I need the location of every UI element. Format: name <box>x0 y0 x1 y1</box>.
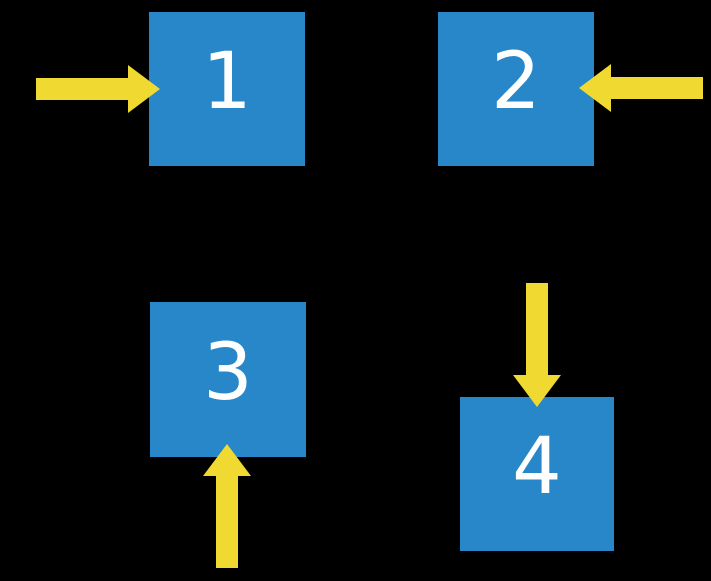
square-2-label: 2 <box>491 37 541 127</box>
square-3-label: 3 <box>203 327 253 418</box>
square-1: 1 <box>149 12 305 166</box>
arrow-down-icon <box>513 283 561 407</box>
square-4-label: 4 <box>512 422 562 512</box>
square-1-label: 1 <box>202 37 252 127</box>
square-4: 4 <box>460 397 614 551</box>
arrow-left-icon <box>579 64 703 112</box>
arrow-up-icon <box>203 444 251 568</box>
square-3: 3 <box>150 302 306 457</box>
square-2: 2 <box>438 12 594 166</box>
arrow-right-icon <box>36 65 160 113</box>
